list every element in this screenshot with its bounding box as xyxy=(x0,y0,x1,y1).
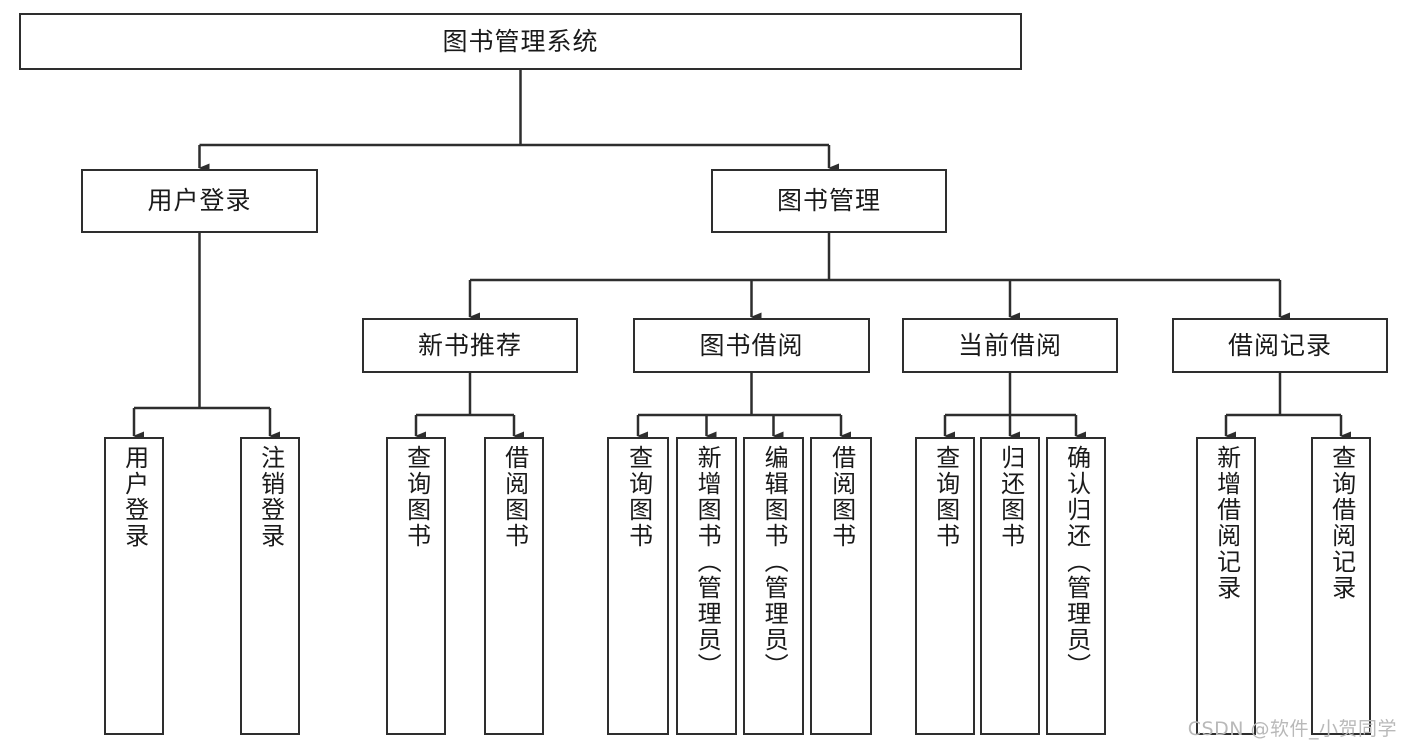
node-label: 借阅图书 xyxy=(827,445,856,549)
node-label: 图书管理 xyxy=(776,186,881,216)
node-leaf-query-book-borrow[interactable]: 查询图书 xyxy=(607,437,669,735)
node-root[interactable]: 图书管理系统 xyxy=(19,13,1022,70)
node-label: 查询图书 xyxy=(624,445,653,549)
node-leaf-confirm-return[interactable]: 确认归还（管理员） xyxy=(1046,437,1106,735)
node-label: 编辑图书（管理员） xyxy=(760,445,789,679)
node-leaf-borrow-book[interactable]: 借阅图书 xyxy=(810,437,872,735)
node-leaf-edit-book[interactable]: 编辑图书（管理员） xyxy=(743,437,804,735)
node-label: 当前借阅 xyxy=(957,330,1062,360)
node-leaf-borrow-book-recommend[interactable]: 借阅图书 xyxy=(484,437,544,735)
node-label: 查询图书 xyxy=(931,445,960,549)
node-label: 归还图书 xyxy=(996,445,1025,549)
node-label: 图书借阅 xyxy=(699,330,804,360)
node-label: 用户登录 xyxy=(147,186,252,216)
node-new-book-recommend[interactable]: 新书推荐 xyxy=(362,318,578,373)
node-leaf-query-book-recommend[interactable]: 查询图书 xyxy=(386,437,446,735)
node-label: 借阅记录 xyxy=(1227,330,1332,360)
node-label: 确认归还（管理员） xyxy=(1062,445,1091,679)
node-label: 注销登录 xyxy=(256,445,285,549)
node-label: 图书管理系统 xyxy=(442,26,599,56)
node-label: 借阅图书 xyxy=(500,445,529,549)
node-label: 新增图书（管理员） xyxy=(693,445,722,679)
node-user-login[interactable]: 用户登录 xyxy=(81,169,318,233)
node-leaf-query-book-current[interactable]: 查询图书 xyxy=(915,437,975,735)
node-label: 新增借阅记录 xyxy=(1212,445,1241,601)
watermark-label: CSDN @软件_小贺同学 xyxy=(1187,718,1397,740)
node-book-management[interactable]: 图书管理 xyxy=(711,169,947,233)
node-label: 用户登录 xyxy=(120,445,149,549)
node-leaf-user-login[interactable]: 用户登录 xyxy=(104,437,164,735)
node-book-borrow[interactable]: 图书借阅 xyxy=(633,318,870,373)
node-label: 查询图书 xyxy=(402,445,431,549)
node-label: 新书推荐 xyxy=(417,330,522,360)
node-leaf-return-book[interactable]: 归还图书 xyxy=(980,437,1040,735)
node-label: 查询借阅记录 xyxy=(1327,445,1356,601)
node-leaf-add-book[interactable]: 新增图书（管理员） xyxy=(676,437,737,735)
node-borrow-record[interactable]: 借阅记录 xyxy=(1172,318,1388,373)
node-current-borrow[interactable]: 当前借阅 xyxy=(902,318,1118,373)
node-leaf-add-borrow-record[interactable]: 新增借阅记录 xyxy=(1196,437,1256,735)
node-leaf-query-borrow-record[interactable]: 查询借阅记录 xyxy=(1311,437,1371,735)
node-leaf-logout[interactable]: 注销登录 xyxy=(240,437,300,735)
